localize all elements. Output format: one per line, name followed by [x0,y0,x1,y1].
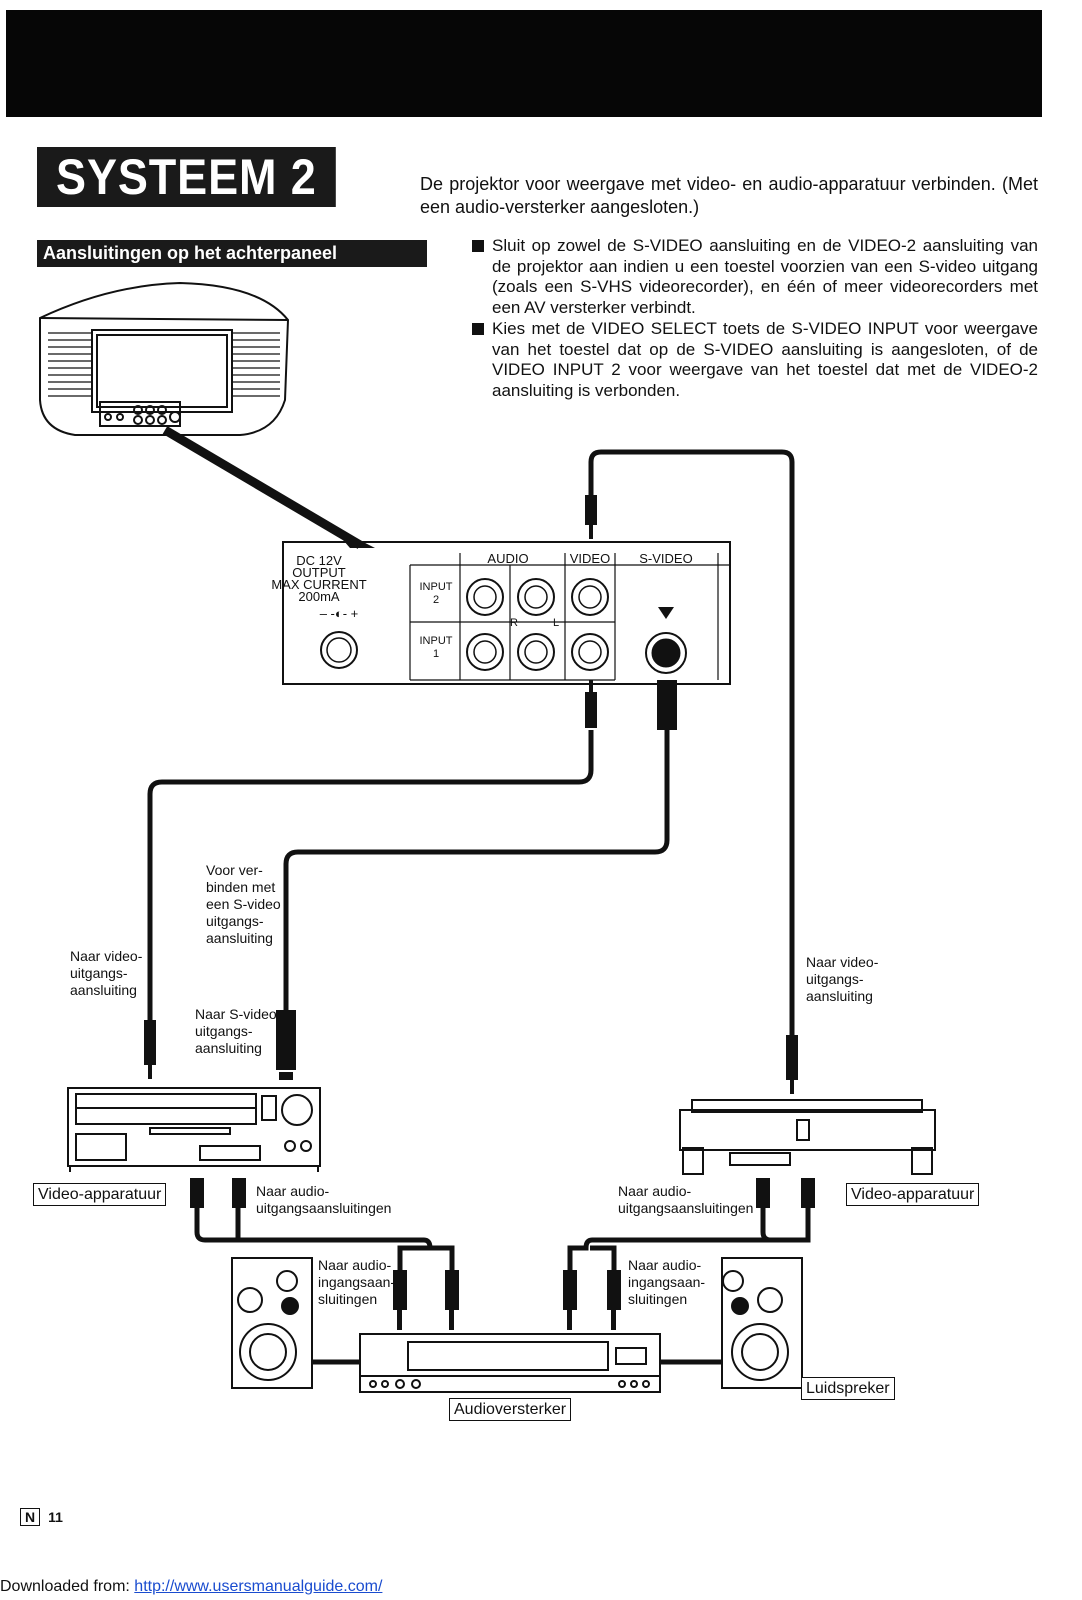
label-naar-video-left: Naar video-uitgangs- aansluiting [70,948,143,998]
footer-link[interactable]: http://www.usersmanualguide.com/ [134,1578,383,1595]
svg-text:2: 2 [433,594,439,606]
svg-text:R: R [510,617,518,629]
cables [147,449,811,1365]
label-naar-video-right: Naar video-uitgangs- aansluiting [806,954,879,1004]
projector-cable [162,426,363,549]
label-audio-out-right: Naar audio-uitgangsaansluitingen [618,1183,754,1216]
video-equipment-right-icon [679,1099,936,1175]
instruction-item: Kies met de VIDEO SELECT toets de S-VIDE… [472,319,1038,401]
label-luidspreker: Luidspreker [801,1377,895,1400]
label-audio-out-left: Naar audio-uitgangsaansluitingen [256,1183,392,1216]
footer: Downloaded from: http://www.usersmanualg… [0,1578,383,1595]
section-heading: Aansluitingen op het achterpaneel [37,240,427,267]
page-title: SYSTEEM 2 [37,147,336,207]
svg-text:L: L [553,617,559,629]
dc-line: DC 12V [296,553,342,568]
language-badge: N [20,1508,41,1526]
label-audio-in-right: Naar audio-ingangsaan- sluitingen [628,1257,706,1307]
instruction-list: Sluit op zowel de S-VIDEO aansluiting en… [472,236,1038,402]
projector-icon [39,281,290,436]
svg-text:– -◐- +: – -◐- + [320,606,359,621]
input1-label: INPUT [420,635,453,647]
header-band [6,10,1042,117]
video-equipment-left-icon [67,1087,321,1172]
label-audio-in-left: Naar audio-ingangsaan- sluitingen [318,1257,396,1307]
rear-panel [282,541,731,685]
dc-line: 200mA [298,589,340,604]
speaker-right-icon [721,1257,803,1389]
instruction-item: Sluit op zowel de S-VIDEO aansluiting en… [472,236,1038,318]
dc-line: OUTPUT [292,565,346,580]
label-video-apparatuur-left: Video-apparatuur [33,1183,167,1206]
label-audioversterker: Audioversterker [449,1398,572,1421]
dc-line: MAX CURRENT [271,577,366,592]
svideo-label: S-VIDEO [639,551,692,566]
audio-amplifier-icon [359,1333,661,1393]
svg-text:1: 1 [433,648,439,660]
video-label: VIDEO [570,551,610,566]
plugs [144,495,815,1330]
input2-label: INPUT [420,581,453,593]
audio-label: AUDIO [487,551,528,566]
intro-text: De projektor voor weergave met video- en… [420,174,1038,217]
svideo-arrow-icon [658,607,674,619]
label-video-apparatuur-right: Video-apparatuur [846,1183,980,1206]
speaker-left-icon [231,1257,313,1389]
